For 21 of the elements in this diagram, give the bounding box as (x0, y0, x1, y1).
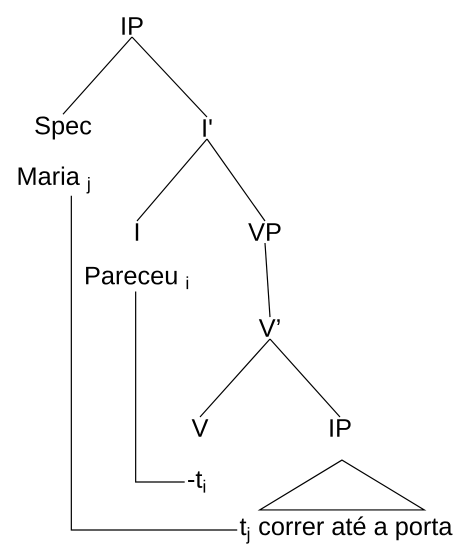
tree-branch (132, 36, 208, 118)
node-label: I (136, 223, 138, 241)
node-label: V’ (258, 319, 280, 337)
tree-branch (206, 138, 266, 222)
node-label: IP (122, 17, 143, 35)
node-label: t$_{j}$ correr até a porta (240, 516, 452, 544)
node-label: V (192, 419, 208, 437)
tree-branch (264, 242, 271, 318)
node-label: I' (203, 119, 212, 137)
node-label: -t$_{i}$ (188, 471, 206, 493)
movement-line (135, 291, 185, 483)
tree-branch (200, 338, 270, 418)
tree-branch (136, 138, 208, 222)
tree-branch (270, 338, 340, 418)
node-label: Pareceu $_{i}$ (86, 266, 188, 290)
node-label: VP (248, 223, 281, 241)
node-label: Spec (35, 116, 92, 140)
movement-line (70, 196, 238, 531)
tree-branch (62, 36, 132, 115)
node-label: Maria $_{j}$ (18, 166, 90, 194)
node-label: IP (330, 419, 351, 437)
